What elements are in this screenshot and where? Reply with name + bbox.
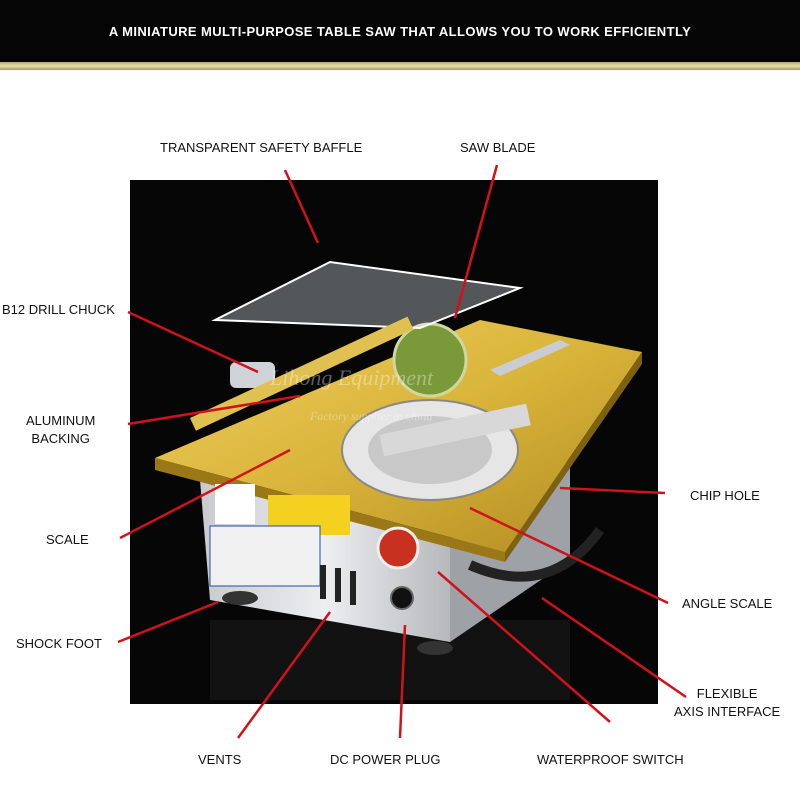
spec-plate <box>209 525 321 587</box>
watermark-line1: Lihong Equipment <box>269 365 434 390</box>
label-aluminum-backing: ALUMINUM BACKING <box>26 412 95 448</box>
label-flexible-axis-line2: AXIS INTERFACE <box>674 704 781 719</box>
qr-label <box>215 484 255 524</box>
label-shock-foot: SHOCK FOOT <box>16 636 102 651</box>
label-scale: SCALE <box>46 532 89 547</box>
shock-foot <box>417 641 453 655</box>
label-aluminum-backing-line1: ALUMINUM <box>26 413 96 428</box>
label-transparent-safety-baffle: TRANSPARENT SAFETY BAFFLE <box>160 140 363 155</box>
banner-gold-stripe <box>0 62 800 70</box>
waterproof-switch <box>376 526 420 570</box>
label-vents: VENTS <box>198 752 242 767</box>
blade-slot-rail <box>490 340 570 376</box>
miter-bar <box>379 403 531 457</box>
label-angle-scale: ANGLE SCALE <box>682 596 773 611</box>
label-waterproof-switch: WATERPROOF SWITCH <box>537 752 684 767</box>
dc-power-plug <box>390 586 414 610</box>
label-chip-hole: CHIP HOLE <box>690 488 760 503</box>
label-flexible-axis-line1: FLEXIBLE <box>696 686 758 701</box>
label-drill-chuck: B12 DRILL CHUCK <box>2 302 115 317</box>
reflection <box>210 620 570 700</box>
label-dc-power-plug: DC POWER PLUG <box>330 752 441 767</box>
label-flexible-axis-interface: FLEXIBLE AXIS INTERFACE <box>674 685 780 721</box>
header-banner: A MINIATURE MULTI-PURPOSE TABLE SAW THAT… <box>0 0 800 62</box>
banner-title: A MINIATURE MULTI-PURPOSE TABLE SAW THAT… <box>108 23 692 39</box>
vent-slot <box>320 565 326 599</box>
product-photo: Lihong Equipment Factory supplier in chi… <box>130 180 658 704</box>
safety-baffle <box>211 260 524 330</box>
shock-foot <box>222 591 258 605</box>
label-saw-blade: SAW BLADE <box>460 140 536 155</box>
vent-slot <box>335 568 341 602</box>
label-aluminum-backing-line2: BACKING <box>31 431 90 446</box>
watermark-line2: Factory supplier in china <box>309 409 432 423</box>
vent-slot <box>350 571 356 605</box>
